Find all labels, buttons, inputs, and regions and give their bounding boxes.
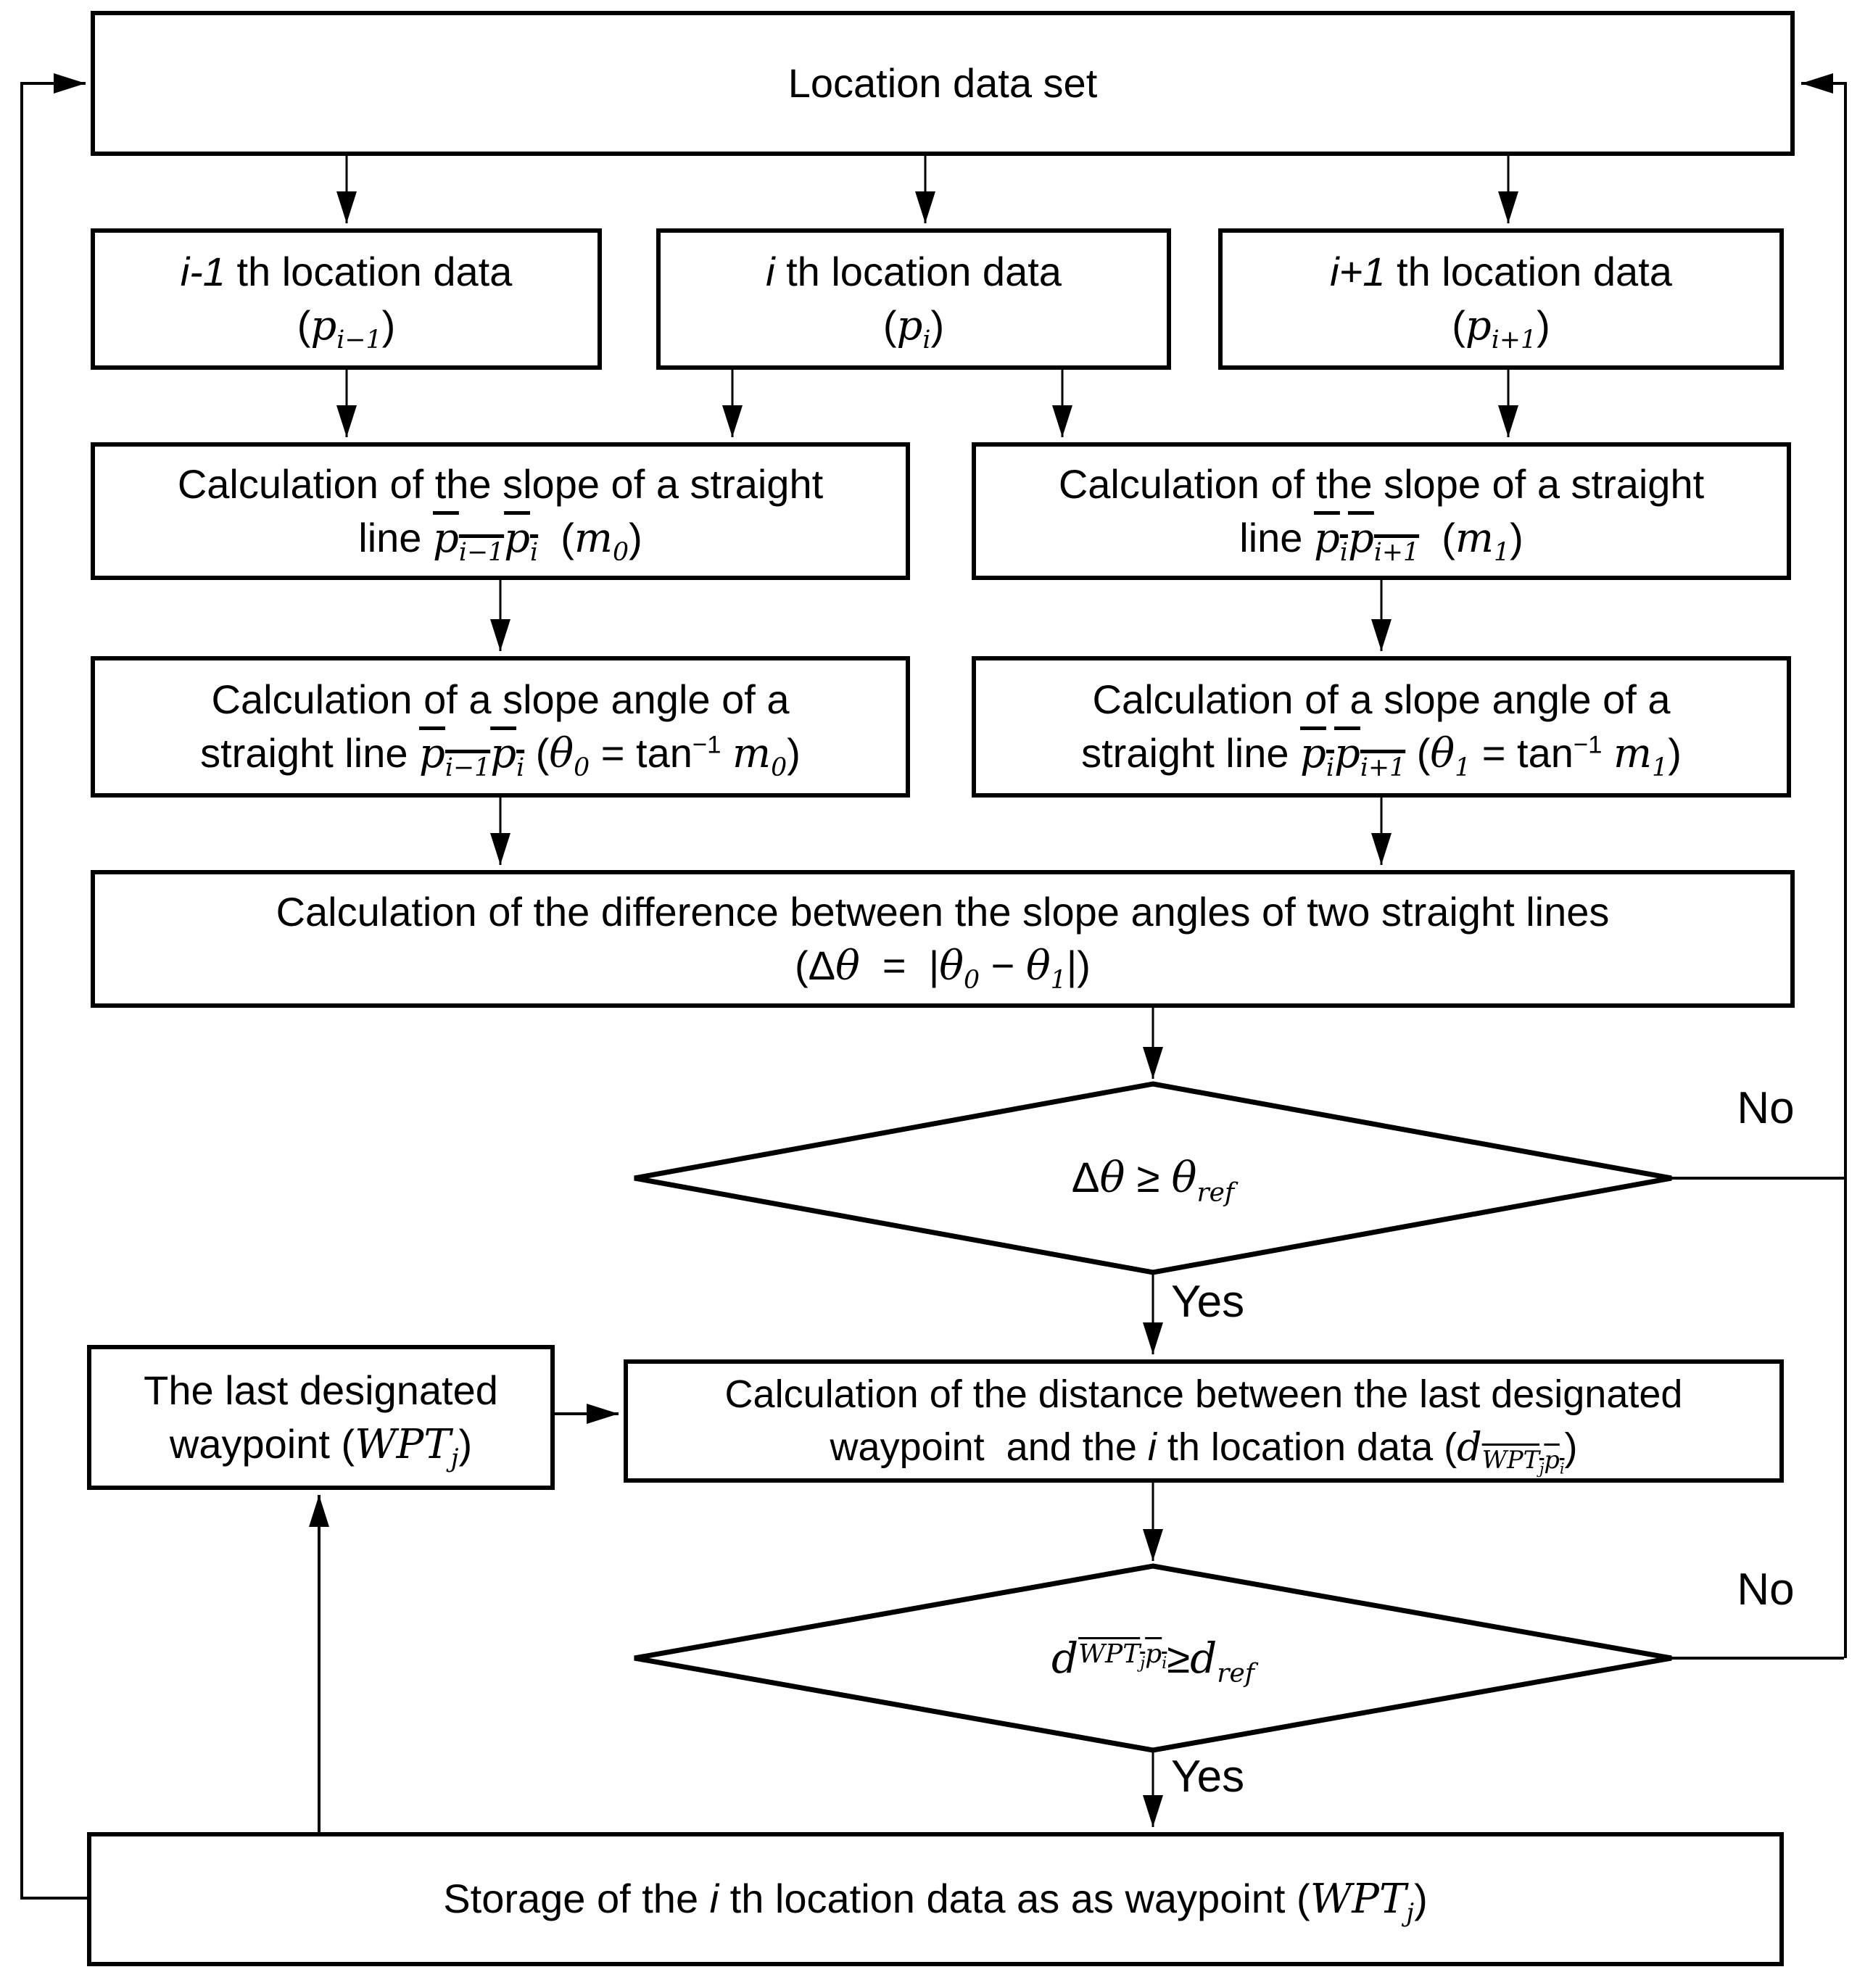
node-cur-location-line2: (pi) bbox=[882, 302, 945, 355]
node-angle-right-line2: straight line pipi+1 (θ1 = tan−1 m1) bbox=[1081, 730, 1682, 783]
node-angle-difference-line1: Calculation of the difference between th… bbox=[276, 888, 1610, 935]
node-angle-difference-line2: (Δθ = |θ0 − θ1|) bbox=[795, 942, 1091, 995]
node-angle-difference: Calculation of the difference between th… bbox=[91, 870, 1795, 1008]
node-cur-location: i th location data (pi) bbox=[656, 228, 1171, 370]
node-slope-right-line1: Calculation of the slope of a straight bbox=[1058, 460, 1705, 507]
node-last-waypoint-line2: waypoint (WPTj) bbox=[169, 1420, 473, 1473]
node-next-location: i+1 th location data (pi+1) bbox=[1218, 228, 1784, 370]
branch-label-yes-angle: Yes bbox=[1171, 1277, 1245, 1327]
node-angle-left-line2: straight line pi−1pi (θ0 = tan−1 m0) bbox=[200, 730, 801, 783]
node-slope-right-line2: line pipi+1 (m1) bbox=[1239, 514, 1523, 567]
decision-angle-diamond bbox=[634, 1081, 1672, 1275]
node-location-data-set: Location data set bbox=[91, 11, 1795, 156]
node-storage-label: Storage of the i th location data as as … bbox=[443, 1876, 1428, 1929]
edge-right-rail-to-location bbox=[1801, 73, 1847, 1658]
node-angle-left: Calculation of a slope angle of a straig… bbox=[91, 656, 910, 798]
branch-label-no-distance: No bbox=[1737, 1565, 1795, 1615]
node-last-waypoint-line1: The last designated bbox=[144, 1367, 498, 1413]
node-prev-location-line1: i-1 th location data bbox=[180, 249, 513, 295]
node-angle-right: Calculation of a slope angle of a straig… bbox=[972, 656, 1791, 798]
node-distance-calc-line2: waypoint and the i th location data (dWP… bbox=[830, 1423, 1578, 1478]
node-next-location-line2: (pi+1) bbox=[1452, 302, 1550, 355]
node-storage: Storage of the i th location data as as … bbox=[87, 1832, 1784, 1966]
node-prev-location: i-1 th location data (pi−1) bbox=[91, 228, 602, 370]
node-angle-left-line1: Calculation of a slope angle of a bbox=[211, 676, 790, 723]
node-cur-location-line1: i th location data bbox=[766, 249, 1062, 295]
node-distance-calc-line1: Calculation of the distance between the … bbox=[724, 1372, 1683, 1417]
node-slope-left: Calculation of the slope of a straight l… bbox=[91, 442, 910, 580]
node-last-waypoint: The last designated waypoint (WPTj) bbox=[87, 1345, 555, 1490]
node-distance-calc: Calculation of the distance between the … bbox=[624, 1359, 1784, 1483]
node-slope-left-line2: line pi−1pi (m0) bbox=[358, 514, 642, 567]
node-slope-right: Calculation of the slope of a straight l… bbox=[972, 442, 1791, 580]
node-prev-location-line2: (pi−1) bbox=[297, 302, 396, 355]
node-next-location-line1: i+1 th location data bbox=[1330, 249, 1672, 295]
node-angle-right-line1: Calculation of a slope angle of a bbox=[1092, 676, 1671, 723]
edge-storage-to-location-left-rail bbox=[20, 73, 87, 1900]
node-location-data-set-label: Location data set bbox=[787, 60, 1098, 107]
branch-label-yes-distance: Yes bbox=[1171, 1752, 1245, 1802]
decision-distance-diamond bbox=[634, 1563, 1672, 1753]
branch-label-no-angle: No bbox=[1737, 1083, 1795, 1133]
node-slope-left-line1: Calculation of the slope of a straight bbox=[177, 460, 824, 507]
